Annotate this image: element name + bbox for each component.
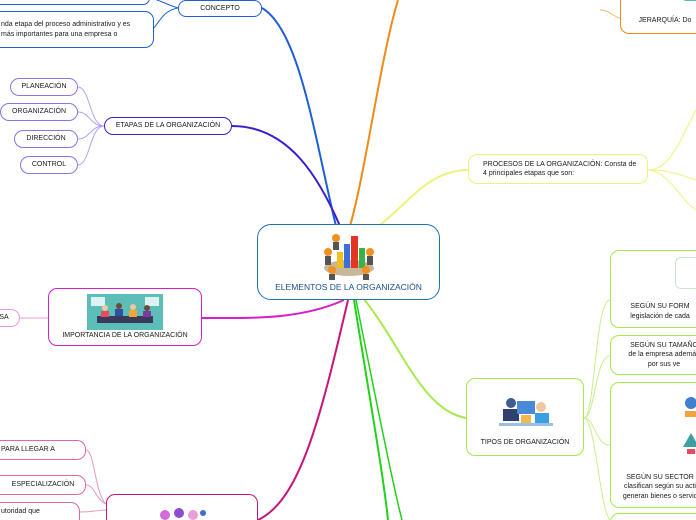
link-procesos-out3: [647, 169, 696, 211]
tipos-item-forma[interactable]: SEGÚN SU FORM legislación de cada: [610, 250, 696, 328]
etapa-item-control[interactable]: CONTROL: [20, 156, 78, 174]
central-topic-node[interactable]: ELEMENTOS DE LA ORGANIZACIÓN: [257, 224, 440, 300]
link-tipos: [357, 291, 467, 419]
etapa-item-label: PLANEACIÓN: [21, 83, 67, 91]
link-tipos-3: [583, 417, 611, 446]
tipos-item-label: SEGÚN SU SECTOR clasifican según su acti…: [622, 473, 696, 500]
bottom-left-item-label: ESPECIALIZACIÓN: [11, 481, 75, 489]
jerarquia-label: JERARQUÍA: Do: [638, 16, 692, 24]
link-tipos-4: [583, 417, 611, 520]
etapa-item-label: CONTROL: [31, 161, 67, 169]
importancia-label: IMPORTANCIA DE LA ORGANIZACIÓN: [62, 331, 188, 339]
importancia-left-label: SA: [0, 314, 9, 322]
concepto-label: CONCEPTO: [200, 4, 240, 12]
link-tipos-2: [583, 355, 611, 419]
etapa-item-direccion[interactable]: DIRECCIÓN: [14, 130, 78, 148]
link-procesos-out1: [647, 109, 696, 171]
bottom-left-item-1[interactable]: PARA LLEGAR A: [0, 440, 86, 460]
sector-icons: [683, 397, 696, 454]
link-bl-2: [85, 484, 109, 506]
jerarquia-node[interactable]: JERARQUÍA: Do: [620, 0, 696, 34]
link-etapa-2: [77, 111, 105, 127]
etapa-item-organizacion[interactable]: ORGANIZACIÓN: [0, 103, 78, 121]
link-bottom-green: [353, 299, 389, 520]
link-importancia: [201, 299, 345, 320]
procesos-label: PROCESOS DE LA ORGANIZACIÓN: Consta de 4…: [483, 160, 637, 177]
tipos-item-label: SEGÚN SU FORM legislación de cada: [630, 303, 690, 320]
etapas-label: ETAPAS DE LA ORGANIZACIÓN: [115, 122, 221, 130]
link-concepto-top: [155, 0, 179, 9]
link-bottom-left: [257, 299, 349, 520]
importancia-left-fragment[interactable]: SA: [0, 309, 20, 327]
link-concepto-detail: [153, 7, 179, 29]
concepto-detail-node[interactable]: nda etapa del proceso administrativo y e…: [0, 11, 154, 48]
forma-image: [675, 257, 696, 289]
central-topic-title: ELEMENTOS DE LA ORGANIZACIÓN: [275, 282, 422, 292]
link-etapas: [231, 125, 341, 227]
concepto-node[interactable]: CONCEPTO: [178, 0, 262, 17]
link-concepto: [261, 7, 337, 227]
etapa-item-label: ORGANIZACIÓN: [11, 108, 67, 116]
link-bl-3: [79, 509, 109, 513]
link-bl-1: [85, 449, 109, 506]
concepto-detail-text: nda etapa del proceso administrativo y e…: [1, 21, 131, 38]
concepto-top-fragment[interactable]: [0, 0, 150, 5]
etapa-item-label: DIRECCIÓN: [26, 135, 66, 143]
meeting-chart-icon: [324, 234, 374, 280]
link-jerarquia-right: [599, 9, 621, 19]
bottom-left-item-3[interactable]: utoridad que: [0, 502, 80, 520]
bottom-left-item-label: utoridad que: [1, 508, 40, 515]
tipos-item-sector[interactable]: SEGÚN SU SECTOR clasifican según su acti…: [610, 382, 696, 508]
tipos-item-tamano[interactable]: SEGÚN SU TAMAÑO de la empresa además por…: [610, 335, 696, 375]
link-procesos-out2: [647, 169, 696, 181]
etapa-item-planeacion[interactable]: PLANEACIÓN: [10, 78, 78, 96]
link-jerarquia: [349, 0, 399, 227]
office-workers-image: [499, 398, 553, 426]
bottom-left-image-node[interactable]: [106, 494, 258, 520]
link-etapa-1: [77, 86, 105, 127]
procesos-node[interactable]: PROCESOS DE LA ORGANIZACIÓN: Consta de 4…: [468, 154, 648, 184]
etapas-node[interactable]: ETAPAS DE LA ORGANIZACIÓN: [104, 117, 232, 135]
link-etapa-4: [77, 125, 105, 166]
team-image: [160, 508, 206, 520]
tipos-item-label: SEGÚN SU TAMAÑO de la empresa además por…: [628, 341, 696, 368]
jerarquia-image: [683, 0, 696, 1]
link-etapa-3: [77, 125, 105, 140]
team-meeting-image: [87, 294, 163, 330]
tipos-item-partial[interactable]: [610, 513, 696, 520]
tipos-label: TIPOS DE ORGANIZACIÓN: [480, 438, 570, 446]
bottom-left-item-2[interactable]: ESPECIALIZACIÓN: [0, 475, 86, 495]
link-tipos-1: [583, 299, 611, 419]
importancia-node[interactable]: IMPORTANCIA DE LA ORGANIZACIÓN: [48, 288, 202, 346]
bottom-left-item-label: PARA LLEGAR A: [1, 446, 55, 454]
tipos-node[interactable]: TIPOS DE ORGANIZACIÓN: [466, 378, 584, 456]
link-bottom-green-2: [355, 299, 403, 520]
